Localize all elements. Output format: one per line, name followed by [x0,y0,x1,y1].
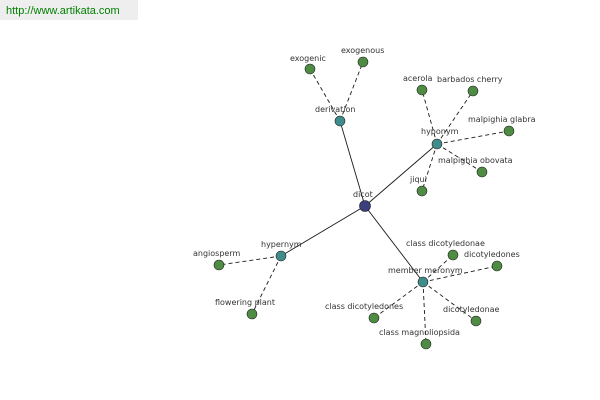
node-class-dicotyledonae[interactable] [447,249,459,261]
node-label-class-dicotyledonae[interactable]: class dicotyledonae [406,239,485,248]
edge-member-meronym-to-class-dicotyledones [373,281,424,319]
node-label-exogenous[interactable]: exogenous [341,46,384,55]
edge-hyponym-to-malpighia-glabra [436,130,510,145]
edge-member-meronym-to-dicotyledones [422,265,498,283]
node-label-dicot[interactable]: dicot [353,190,373,199]
node-dicotyledones[interactable] [491,260,503,272]
edge-member-meronym-to-class-magnoliopsida [422,281,427,345]
node-label-class-dicotyledones[interactable]: class dicotyledones [325,302,403,311]
node-derivation[interactable] [334,115,346,127]
node-malpighia-obovata[interactable] [476,166,488,178]
node-label-jiqui[interactable]: jiqui [409,175,427,184]
nodes-layer [213,56,515,350]
node-label-derivation[interactable]: derivation [315,105,355,114]
node-flowering-plant[interactable] [246,308,258,320]
edge-hypernym-to-flowering-plant [251,255,282,315]
node-hypernym[interactable] [275,250,287,262]
node-label-flowering-plant[interactable]: flowering plant [215,298,275,307]
node-label-malpighia-glabra[interactable]: malpighia glabra [468,115,536,124]
edge-dicot-to-hypernym [280,205,366,257]
edges-layer [218,61,510,345]
edge-derivation-to-exogenous [339,61,364,122]
node-label-hypernym[interactable]: hypernym [261,240,302,249]
node-member-meronym[interactable] [417,276,429,288]
edge-hyponym-to-malpighia-obovata [436,143,483,173]
node-label-acerola[interactable]: acerola [403,74,432,83]
edge-hypernym-to-angiosperm [218,255,282,266]
edge-dicot-to-derivation [339,120,366,207]
node-dicot[interactable] [359,200,371,212]
edge-derivation-to-exogenic [309,68,341,122]
node-angiosperm[interactable] [213,259,225,271]
node-label-malpighia-obovata[interactable]: malpighia obovata [438,156,513,165]
edge-hyponym-to-jiqui [421,143,438,192]
node-malpighia-glabra[interactable] [503,125,515,137]
node-label-class-magnoliopsida[interactable]: class magnoliopsida [379,328,460,337]
node-exogenous[interactable] [357,56,369,68]
labels-layer: dicot derivation hyponym hypernym member mer… [193,46,536,337]
edge-hyponym-to-barbados-cherry [436,90,474,145]
node-label-dicotyledonae[interactable]: dicotyledonae [443,305,500,314]
node-class-dicotyledones[interactable] [368,312,380,324]
edge-dicot-to-member-meronym [364,205,424,283]
node-label-angiosperm[interactable]: angiosperm [193,249,240,258]
node-label-dicotyledones[interactable]: dicotyledones [464,250,520,259]
node-hyponym[interactable] [431,138,443,150]
edge-dicot-to-hyponym [364,143,438,207]
node-dicotyledonae[interactable] [470,315,482,327]
edge-hyponym-to-acerola [421,89,438,145]
node-barbados-cherry[interactable] [467,85,479,97]
node-label-member-meronym[interactable]: member meronym [388,266,463,275]
node-acerola[interactable] [416,84,428,96]
source-url-banner[interactable]: http://www.artikata.com [0,0,138,20]
edge-member-meronym-to-dicotyledonae [422,281,477,322]
node-jiqui[interactable] [416,185,428,197]
node-label-hyponym[interactable]: hyponym [421,127,459,136]
node-class-magnoliopsida[interactable] [420,338,432,350]
node-label-exogenic[interactable]: exogenic [290,54,326,63]
node-label-barbados-cherry[interactable]: barbados cherry [437,75,503,84]
node-exogenic[interactable] [304,63,316,75]
